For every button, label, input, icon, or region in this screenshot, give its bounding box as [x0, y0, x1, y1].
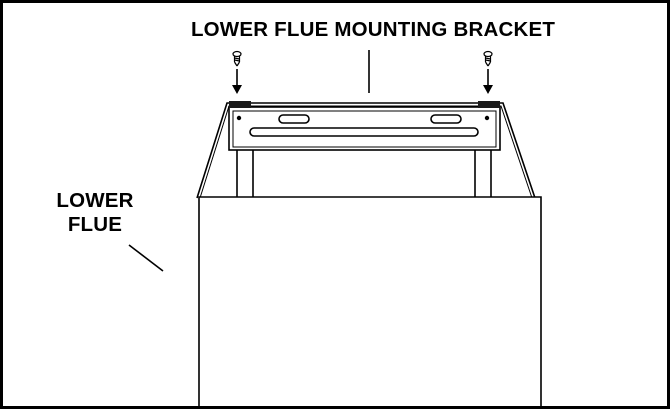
bracket-legs [236, 150, 492, 198]
right-gasket [478, 101, 500, 108]
mounting-bracket-label: LOWER FLUE MOUNTING BRACKET [190, 18, 556, 41]
bracket-right-hole [484, 115, 490, 121]
bracket-left-slot [278, 114, 310, 124]
left-down-arrow-icon [232, 69, 242, 94]
left-screw-icon [232, 50, 242, 67]
lower-flue-label-line1: LOWER [56, 189, 134, 212]
left-gasket [229, 101, 251, 108]
lower-flue-label-line2: FLUE [67, 213, 123, 236]
lower-flue-leader-line [128, 244, 164, 272]
right-down-arrow-icon [483, 69, 493, 94]
mounting-bracket [228, 106, 501, 151]
lower-flue-label: LOWER FLUE [55, 189, 135, 237]
right-screw-icon [483, 50, 493, 67]
bracket-long-slot [249, 127, 479, 137]
lower-flue-box [198, 196, 542, 406]
hood-housing [196, 102, 536, 199]
bracket-right-slot [430, 114, 462, 124]
bracket-left-hole [236, 115, 242, 121]
flue-illustration [128, 50, 542, 406]
